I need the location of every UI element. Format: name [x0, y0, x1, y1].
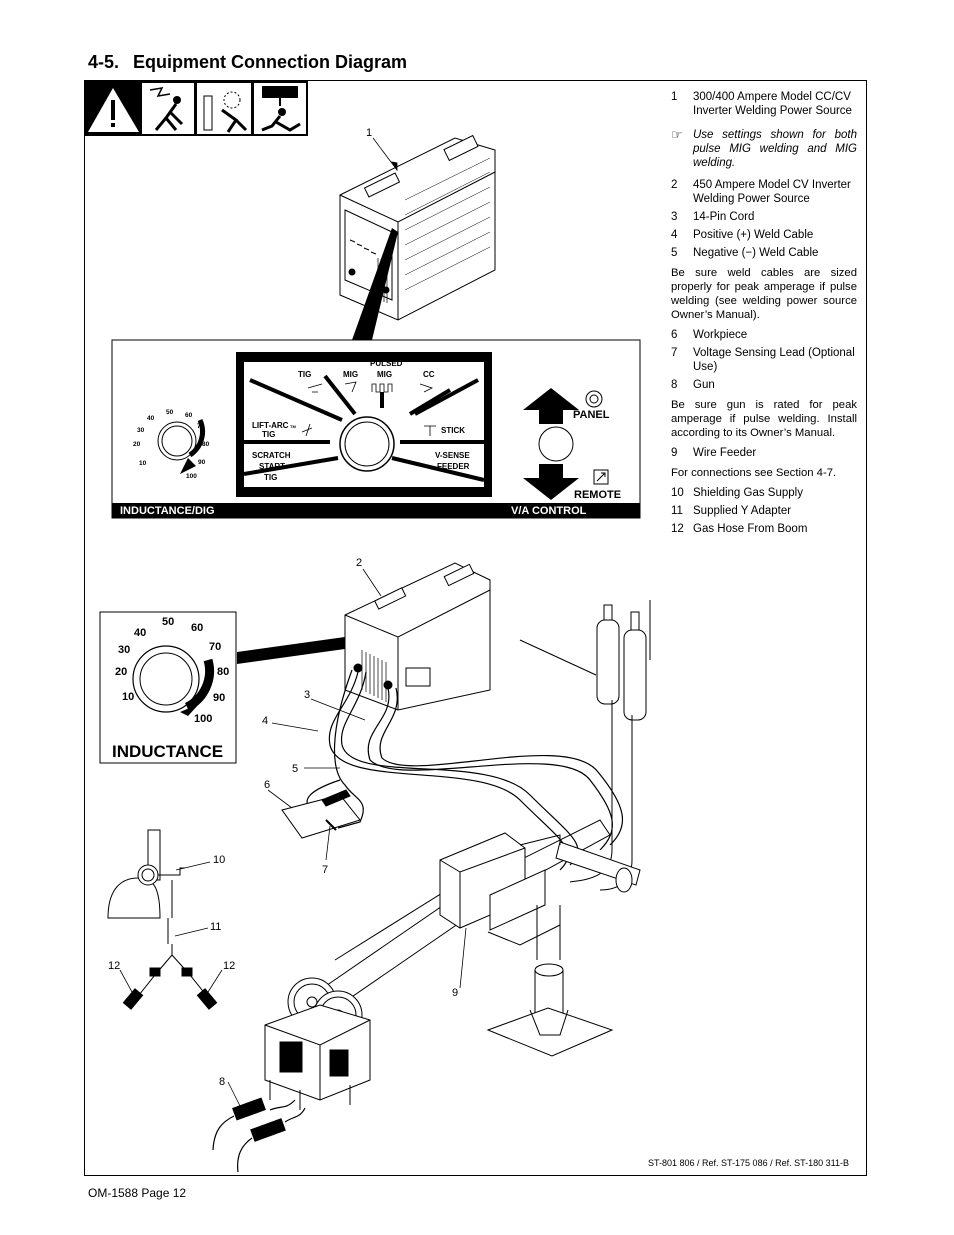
diagram-frame — [84, 80, 867, 1176]
svg-text:10: 10 — [122, 691, 134, 703]
callout-10: 10 — [213, 854, 225, 866]
callout-1: 1 — [366, 127, 372, 139]
inductance-dial-detail: 10 20 30 40 50 60 70 80 90 100 INDUCTANC… — [99, 611, 237, 764]
svg-text:TIG: TIG — [298, 370, 311, 379]
svg-text:PULSED: PULSED — [370, 359, 403, 368]
workpiece — [281, 789, 361, 839]
svg-text:90: 90 — [213, 692, 225, 704]
gas-supply-and-y-adapter — [107, 829, 218, 1010]
svg-text:70: 70 — [209, 641, 221, 653]
svg-text:START: START — [259, 462, 285, 471]
callout-7: 7 — [322, 864, 328, 876]
legend-note: For connections see Section 4-7. — [671, 467, 837, 479]
svg-text:90: 90 — [198, 459, 206, 466]
warning-triangle-icon — [88, 88, 139, 132]
section-title: Equipment Connection Diagram — [133, 52, 408, 72]
boom-arm — [319, 819, 641, 1057]
control-panel-detail: INDUCTANCE/DIG V/A CONTROL 10 20 30 40 5… — [111, 339, 641, 519]
safety-icons — [85, 81, 308, 136]
va-control-label: V/A CONTROL — [511, 505, 587, 517]
svg-text:FEEDER: FEEDER — [437, 462, 470, 471]
pointing-hand-icon: ☞ — [671, 127, 683, 142]
panel-label: PANEL — [573, 409, 610, 421]
svg-text:40: 40 — [134, 627, 146, 639]
page-footer: OM-1588 Page 12 — [88, 1186, 187, 1200]
process-symbols — [301, 381, 436, 437]
callout-9: 9 — [452, 987, 458, 999]
callout-3: 3 — [304, 689, 310, 701]
callout-12b: 12 — [223, 960, 235, 972]
svg-text:STICK: STICK — [441, 426, 465, 435]
callout-2: 2 — [356, 557, 362, 569]
page-title: 4-5. Equipment Connection Diagram — [88, 52, 407, 73]
callout-6: 6 — [264, 779, 270, 791]
section-number: 4-5. — [88, 52, 120, 72]
callout-5: 5 — [292, 763, 298, 775]
legend: 1 300/400 Ampere Model CC/CV Inverter We… — [671, 90, 857, 540]
svg-text:30: 30 — [118, 644, 130, 656]
up-arrow-icon — [523, 388, 579, 424]
svg-text:40: 40 — [147, 415, 155, 422]
svg-text:20: 20 — [115, 666, 127, 678]
svg-text:60: 60 — [185, 412, 193, 419]
wire-feeder — [264, 977, 371, 1110]
svg-text:30: 30 — [137, 427, 145, 434]
svg-text:TM: TM — [290, 424, 296, 429]
gas-cylinders — [519, 600, 651, 891]
legend-item: 1 300/400 Ampere Model CC/CV Inverter We… — [671, 91, 852, 117]
weld-cables — [306, 669, 624, 871]
callout-8: 8 — [219, 1076, 225, 1088]
svg-text:MIG: MIG — [377, 370, 392, 379]
power-source-1 — [339, 134, 496, 321]
svg-text:50: 50 — [162, 616, 174, 628]
svg-text:50: 50 — [166, 409, 174, 416]
electric-shock-icon — [142, 83, 194, 134]
svg-text:V-SENSE: V-SENSE — [435, 451, 470, 460]
callout-12a: 12 — [108, 960, 120, 972]
remote-label: REMOTE — [574, 489, 621, 501]
tip-note: ☞ Use settings shown for both pulse MIG … — [671, 127, 857, 170]
callout-leaders — [119, 137, 467, 1107]
svg-text:100: 100 — [194, 713, 212, 725]
svg-text:80: 80 — [217, 666, 229, 678]
svg-text:10: 10 — [139, 460, 147, 467]
svg-text:TIG: TIG — [264, 473, 277, 482]
inductance-label: INDUCTANCE — [112, 742, 223, 761]
svg-text:80: 80 — [202, 441, 210, 448]
drawing-reference: ST-801 806 / Ref. ST-175 086 / Ref. ST-1… — [648, 1158, 849, 1168]
fumes-gases-icon — [197, 83, 251, 134]
svg-text:70: 70 — [197, 423, 205, 430]
svg-text:60: 60 — [191, 622, 203, 634]
svg-text:TIG: TIG — [262, 430, 275, 439]
svg-text:MIG: MIG — [343, 370, 358, 379]
callout-4: 4 — [262, 715, 268, 727]
legend-note: Be sure weld cables are sized properly f… — [671, 267, 857, 321]
legend-note: Be sure gun is rated for peak amperage i… — [671, 399, 857, 439]
svg-text:LIFT-ARC: LIFT-ARC — [252, 421, 289, 430]
svg-text:CC: CC — [423, 370, 435, 379]
callout-11: 11 — [210, 921, 221, 933]
falling-equipment-icon — [254, 83, 306, 134]
welding-guns — [212, 1097, 306, 1173]
svg-text:20: 20 — [133, 441, 141, 448]
inductance-dig-label: INDUCTANCE/DIG — [120, 505, 215, 517]
power-source-2 — [344, 562, 491, 711]
svg-text:100: 100 — [186, 473, 197, 480]
svg-text:SCRATCH: SCRATCH — [252, 451, 291, 460]
down-arrow-icon — [523, 464, 579, 500]
